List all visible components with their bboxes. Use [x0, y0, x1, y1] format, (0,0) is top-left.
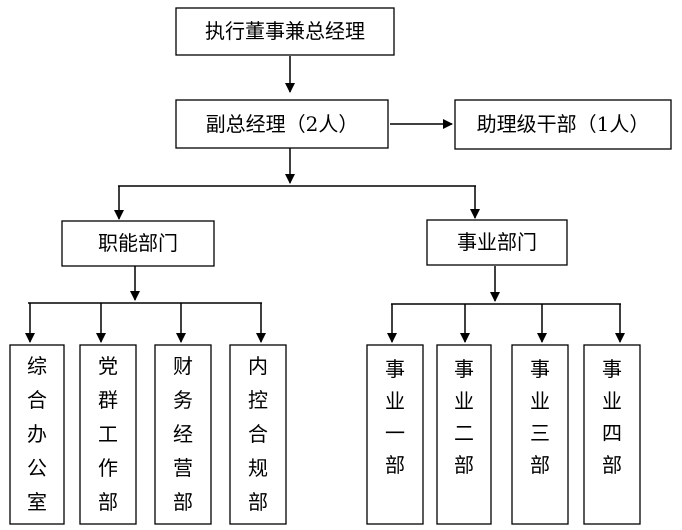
node-vgm-label: 副总经理（2人） — [206, 112, 359, 136]
business-unit-char: 业 — [602, 389, 622, 413]
functional-unit-char: 室 — [27, 490, 47, 514]
business-unit-box — [511, 344, 569, 525]
functional-unit-char: 务 — [173, 388, 193, 412]
functional-unit-char: 内 — [248, 354, 268, 378]
functional-unit-char: 部 — [248, 490, 268, 514]
business-unit-char: 事 — [602, 357, 622, 381]
functional-unit-char: 作 — [98, 456, 118, 480]
functional-unit-char: 合 — [27, 388, 47, 412]
business-unit-char: 四 — [602, 421, 622, 445]
business-unit-char: 部 — [602, 453, 622, 477]
functional-unit-char: 财 — [173, 354, 193, 378]
node-assistant: 助理级干部（1人） — [454, 99, 672, 150]
node-business: 事业部门 — [426, 219, 568, 266]
business-unit-char: 业 — [530, 389, 550, 413]
functional-unit-char: 综 — [27, 354, 47, 378]
node-ceo-label: 执行董事兼总经理 — [205, 19, 365, 43]
node-vgm: 副总经理（2人） — [175, 99, 389, 149]
node-functional: 职能部门 — [61, 220, 215, 267]
business-unit-char: 部 — [385, 453, 405, 477]
node-business-label: 事业部门 — [457, 230, 537, 254]
business-unit-char: 部 — [454, 453, 474, 477]
business-unit-char: 二 — [454, 421, 474, 445]
functional-unit-char: 部 — [173, 490, 193, 514]
node-functional-label: 职能部门 — [98, 231, 178, 255]
business-unit-box — [436, 344, 492, 525]
business-unit-char: 部 — [530, 453, 550, 477]
functional-unit-char: 营 — [173, 456, 193, 480]
business-unit-char: 业 — [454, 389, 474, 413]
business-unit-char: 事 — [530, 357, 550, 381]
functional-unit-char: 部 — [98, 490, 118, 514]
functional-unit-box — [154, 344, 212, 525]
business-unit-char: 业 — [385, 389, 405, 413]
node-assistant-label: 助理级干部（1人） — [477, 112, 650, 136]
functional-unit-char: 办 — [27, 422, 47, 446]
functional-unit-char: 工 — [98, 422, 118, 446]
business-unit-char: 三 — [530, 421, 550, 445]
functional-unit-char: 合 — [248, 422, 268, 446]
functional-unit-box — [229, 344, 287, 525]
functional-unit-char: 规 — [248, 456, 268, 480]
functional-unit-char: 经 — [173, 422, 193, 446]
functional-unit-char: 公 — [27, 456, 47, 480]
functional-unit-box — [9, 344, 65, 525]
node-ceo: 执行董事兼总经理 — [175, 7, 395, 56]
functional-unit-char: 党 — [98, 354, 118, 378]
business-unit-box — [583, 344, 641, 525]
business-unit-box — [366, 344, 424, 525]
functional-unit-box — [79, 344, 137, 525]
business-unit-char: 事 — [454, 357, 474, 381]
business-unit-char: 事 — [385, 357, 405, 381]
functional-unit-char: 群 — [98, 388, 118, 412]
functional-unit-char: 控 — [248, 388, 268, 412]
business-unit-char: 一 — [385, 421, 405, 445]
